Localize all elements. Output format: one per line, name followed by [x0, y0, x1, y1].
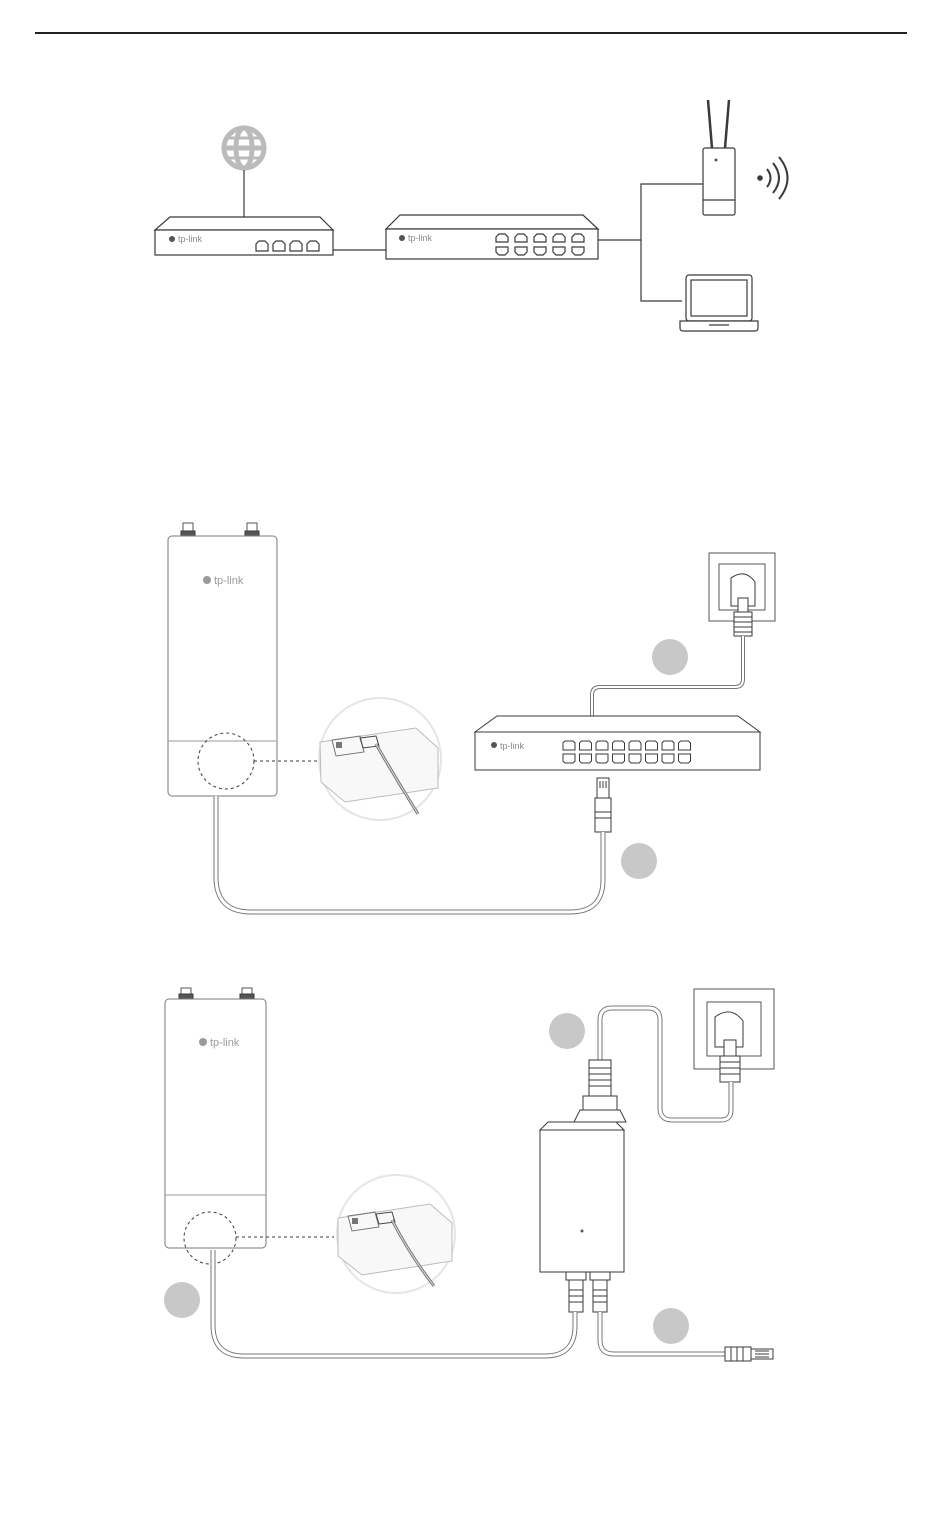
tp-link-logo-icon: [399, 235, 405, 241]
poe-switch-diagram: tp-link: [168, 523, 775, 912]
ethernet-plug: [595, 778, 611, 832]
step-marker: [621, 843, 657, 879]
poe-adapter: [540, 1122, 624, 1272]
brand-label: tp-link: [178, 234, 203, 244]
port-closeup: [319, 698, 441, 820]
adapter-output-plugs: [566, 1272, 610, 1312]
brand-label: tp-link: [500, 741, 525, 751]
wall-outlet-icon: [709, 553, 775, 636]
tp-link-logo-icon: [491, 742, 497, 748]
tp-link-logo-icon: [169, 236, 175, 242]
tp-link-logo-icon: [199, 1038, 207, 1046]
wall-outlet-icon: [694, 989, 774, 1082]
ethernet-plug: [725, 1347, 773, 1361]
port-closeup: [337, 1175, 455, 1293]
globe-icon: [224, 128, 264, 168]
brand-label: tp-link: [408, 233, 433, 243]
poe-switch: tp-link: [475, 716, 760, 770]
adapter-power-plug: [574, 1060, 626, 1122]
access-point-small: [703, 100, 735, 215]
tp-link-logo-icon: [203, 576, 211, 584]
step-marker: [652, 639, 688, 675]
laptop-icon: [680, 275, 758, 331]
poe-adapter-diagram: tp-link: [164, 988, 774, 1361]
wifi-signal-icon: [758, 157, 787, 199]
brand-label: tp-link: [210, 1037, 240, 1049]
network-topology-diagram: tp-link tp-link: [155, 100, 788, 331]
access-point: tp-link: [168, 523, 277, 796]
switch: tp-link: [386, 215, 598, 259]
brand-label: tp-link: [214, 575, 244, 587]
access-point: tp-link: [165, 988, 266, 1264]
step-marker: [549, 1013, 585, 1049]
led-indicator: [581, 1230, 584, 1233]
step-marker: [164, 1282, 200, 1318]
router: tp-link: [155, 217, 333, 255]
step-marker: [653, 1308, 689, 1344]
